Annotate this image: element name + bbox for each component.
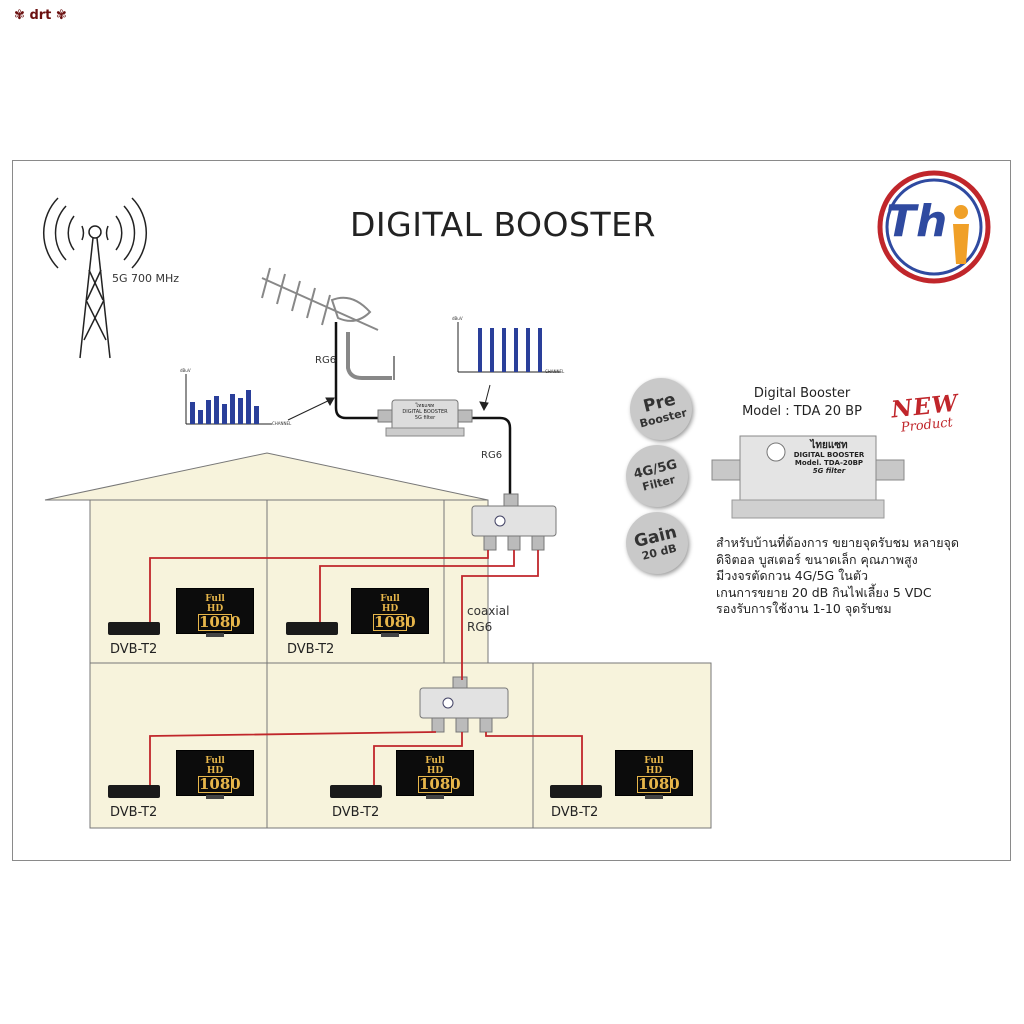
spectrum-chart-right [457,322,560,373]
tv-icon: Full HD 1080 [176,750,254,800]
receiver-label: DVB-T2 [551,805,599,820]
house [44,452,712,829]
spectrum-chart-left [185,374,272,425]
new-product-badge: NEW Product [889,389,960,436]
red-coax-cables [149,550,583,792]
splitter-1 [471,493,557,551]
spectrum-bar [514,328,518,372]
flower-icon: ✾ [55,8,67,23]
full-hd-logo: Full HD 1080 [198,756,241,793]
diagram-title: DIGITAL BOOSTER [350,205,656,244]
spectrum-bar [502,328,506,372]
product-device-label: ไทยแซท DIGITAL BOOSTER Model. TDA-20BP 5… [793,440,865,475]
spectrum-bar [206,400,211,424]
booster-device-label: ไทยแซท DIGITAL BOOSTER 5G filter [402,403,448,421]
set-top-box-icon [550,785,602,798]
spectrum-bar [526,328,530,372]
spectrum-bar [222,404,227,424]
tower-label: 5G 700 MHz [112,272,180,285]
chart-left-axis-label: dBuV [180,368,191,373]
company-logo [877,170,991,284]
spectrum-bar [190,402,195,424]
chart-left-channel-label: CHANNEL [272,421,292,426]
rg6-cable [334,322,512,500]
tv-icon: Full HD 1080 [615,750,693,800]
booster-device-diagram [377,399,473,437]
top-label: ✾ drt ✾ [14,8,67,23]
yagi-antenna-icon [261,267,395,380]
full-hd-logo: Full HD 1080 [373,594,416,631]
spectrum-bar [198,410,203,424]
receiver-label: DVB-T2 [287,642,335,657]
set-top-box-icon [108,622,160,635]
spectrum-bar [254,406,259,424]
cable-label-coaxial-rg6: RG6 [467,620,493,634]
spectrum-bar [538,328,542,372]
diagram-frame [12,160,1011,861]
product-description: สำหรับบ้านที่ต้องการ ขยายจุดรับชม หลายจุ… [716,535,959,616]
spectrum-bar [238,398,243,424]
tv-icon: Full HD 1080 [351,588,429,638]
receiver-label: DVB-T2 [110,642,158,657]
cable-label-coaxial: coaxial [467,604,510,618]
pointer-arrows [287,384,491,421]
tv-icon: Full HD 1080 [176,588,254,638]
cable-label-rg6-1: RG6 [315,355,337,366]
receiver-label: DVB-T2 [332,805,380,820]
full-hd-logo: Full HD 1080 [637,756,680,793]
flower-icon: ✾ [14,8,25,23]
booster-product-photo [711,435,905,519]
set-top-box-icon [286,622,338,635]
spectrum-bar [246,390,251,424]
product-title: Digital Booster Model : TDA 20 BP [742,386,862,419]
spectrum-bar [478,328,482,372]
broadcast-tower-icon [42,197,148,359]
full-hd-logo: Full HD 1080 [198,594,241,631]
chart-right-channel-label: CHANNEL [545,369,565,374]
set-top-box-icon [108,785,160,798]
receiver-label: DVB-T2 [110,805,158,820]
logo-text: Th [886,196,948,247]
full-hd-logo: Full HD 1080 [418,756,461,793]
spectrum-bar [230,394,235,424]
splitter-2 [419,676,509,733]
chart-right-axis-label: dBuV [452,316,463,321]
cable-label-rg6-2: RG6 [481,450,503,461]
spectrum-bar [490,328,494,372]
set-top-box-icon [330,785,382,798]
spectrum-bar [214,396,219,424]
tv-icon: Full HD 1080 [396,750,474,800]
